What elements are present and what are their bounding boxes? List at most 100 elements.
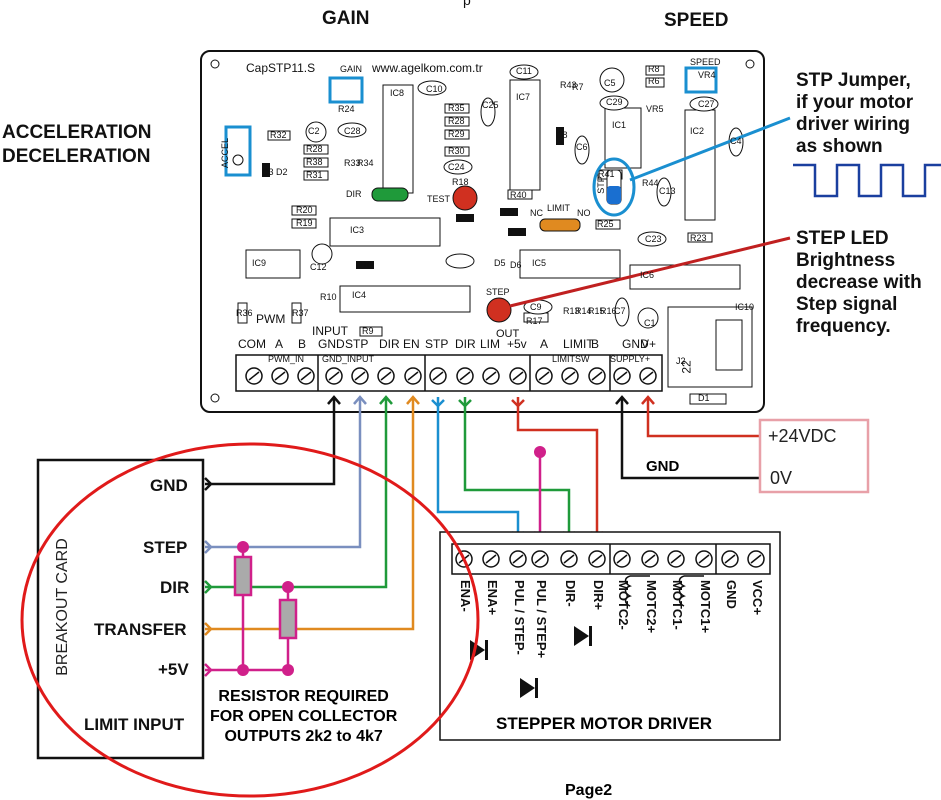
component-label: R29 [448,129,465,139]
limit-jumper [539,218,581,232]
test-led-label: TEST [427,194,451,204]
terminal-label: V+ [641,337,657,351]
driver-terminal-label: VCC+ [750,580,765,616]
breakout-title: BREAKOUT CARD [53,538,71,676]
terminal-group-label: PWM_IN [268,354,304,364]
breakout-signal-label: TRANSFER [94,620,187,639]
component-label: R19 [296,218,313,228]
component-label: R10 [320,292,337,302]
accel-pot-box [224,125,252,177]
note-line: as shown [796,136,883,157]
driver-terminal-label: DIR+ [591,580,606,610]
component-label: C4 [730,136,742,146]
note-line: OUTPUTS 2k2 to 4k7 [224,728,383,745]
speed-pot-label: SPEED [690,57,721,67]
terminal-group-label: SUPPLY+ [610,354,651,364]
component-label: R31 [306,170,323,180]
ic8 [382,84,414,194]
step-led-label: STEP [486,287,510,297]
component-label: IC6 [640,270,655,280]
component-label: R28 [448,116,465,126]
component-label: C29 [606,97,623,107]
terminal-label: +5v [507,337,527,351]
terminal-label: GND [622,337,649,351]
component-label: R32 [270,130,287,140]
breakout-signal-label: LIMIT INPUT [84,715,185,734]
note-line: driver wiring [796,114,911,135]
ic6 [629,264,741,290]
dir-led [371,187,409,202]
terminal-label: COM [238,337,266,351]
driver-terminal-label: MOTC1+ [698,580,713,634]
pullup-resistor-dir [278,598,298,640]
component-label: R8 [648,64,660,74]
accel-heading-1: ACCELERATION [2,122,152,143]
component-label: R7 [572,82,584,92]
note-line: Brightness [796,250,896,271]
component-label: R33 [344,158,361,168]
accel-heading-2: DECELERATION [2,146,151,167]
stp-jumper-circle [592,157,636,217]
note-line: if your motor [796,92,914,113]
note-line: Step signal [796,294,898,315]
driver-terminal-label: MOTC2- [616,580,631,630]
component-label: IC8 [390,88,405,98]
component-label: C7 [614,306,626,316]
v0-label: 0V [770,468,793,488]
component-label: R9 [362,326,374,336]
power-box [758,418,870,494]
component-label: IC10 [735,302,755,312]
terminal-label: GND [318,337,345,351]
gain-heading: GAIN [322,8,370,29]
component-label: R40 [510,190,527,200]
ic3 [329,217,441,247]
component-label: D10 [356,260,373,270]
component-label: C28 [344,126,361,136]
component-label: C27 [698,99,715,109]
component-label: IC5 [532,258,547,268]
breakout-signal-label: GND [150,476,188,495]
component-label: C6 [576,142,588,152]
terminal-label: B [298,337,307,351]
component-label: R13 [563,306,580,316]
gnd-power-label: GND [646,458,680,475]
component-label: IC4 [352,290,367,300]
terminal-label: A [540,337,549,351]
out-label: OUT [496,328,520,340]
highlight-ellipse [20,442,480,798]
limit-label: LIMIT [547,203,571,213]
limit-nc-label: NC [530,208,543,218]
ic7 [509,79,541,191]
driver-terminal-label: PUL / STEP- [512,580,527,655]
component-label: R24 [338,104,355,114]
driver-terminal-label: ENA+ [485,580,500,616]
note-line: FOR OPEN COLLECTOR [210,708,398,725]
breakout-signal-label: +5V [158,660,189,679]
dir-led-label: DIR [346,189,362,199]
terminal-group-label: LIMITSW [552,354,590,364]
driver-terminal-label: MOTC2+ [644,580,659,634]
driver-title: STEPPER MOTOR DRIVER [496,714,712,733]
component-label: R37 [292,308,309,318]
component-label: D1 [698,393,710,403]
ic5 [519,249,621,279]
component-label: C1 [644,318,656,328]
component-label: C5 [604,78,616,88]
component-label: R35 [448,103,465,113]
terminal-label: STP [425,337,449,351]
mount-hole [745,59,755,69]
component-label: R20 [296,205,313,215]
component-label: R18 [452,177,469,187]
component-label: R16 [600,306,617,316]
driver-terminal-label: PUL / STEP+ [534,580,549,659]
driver-terminal-label: MOTC1- [670,580,685,630]
mount-hole [210,59,220,69]
component-label: R38 [306,157,323,167]
gain-pot-label: GAIN [340,64,363,74]
component-label: C9 [530,302,542,312]
component-label: C11 [516,66,532,76]
component-label: R44 [642,178,659,188]
component-label: IC7 [516,92,531,102]
